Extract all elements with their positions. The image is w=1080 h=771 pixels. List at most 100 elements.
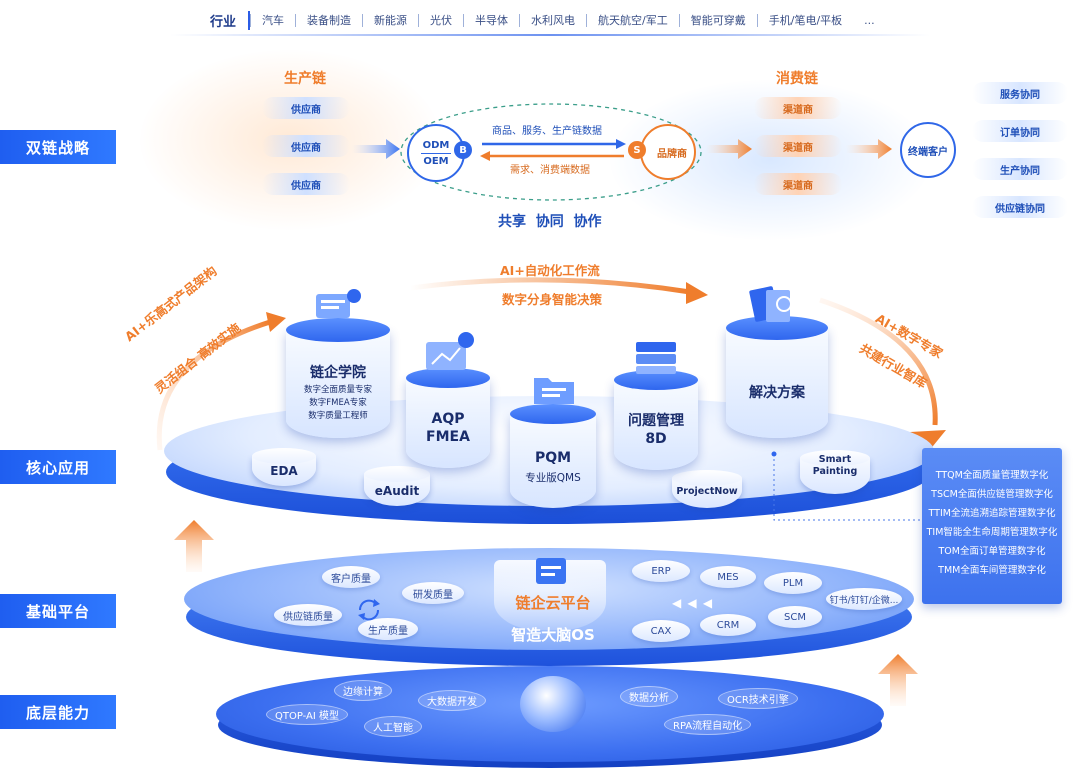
arrow-right-icon (706, 139, 752, 159)
academy-line: 数字全面质量专家 (303, 385, 372, 395)
painting-label: Painting (812, 466, 858, 477)
industry-underline (170, 34, 930, 36)
base-right-item: CAX (632, 620, 690, 642)
panel-item: TIM智能全生命周期管理数字化 (926, 527, 1058, 538)
server-icon (636, 342, 676, 374)
academy-cylinder[interactable]: 链企学院 数字全面质量专家 数字FMEA专家 数字质量工程师 (286, 318, 390, 438)
projectnow-label: ProjectNow (676, 486, 738, 497)
channel-pill: 渠道商 (754, 173, 842, 195)
oem-label: OEM (423, 155, 449, 167)
pqm-label: PQM (534, 450, 572, 466)
chart-icon (426, 332, 474, 370)
solution-label: 解决方案 (749, 385, 805, 401)
industry-item[interactable]: 手机/笔电/平板 (756, 13, 853, 27)
base-left-item: 生产质量 (358, 618, 418, 640)
collab-pill: 服务协同 (972, 82, 1068, 104)
odm-label: ODM (422, 139, 450, 151)
bottom-item: 人工智能 (364, 716, 422, 737)
industry-bar: 行业 汽车 装备制造 新能源 光伏 半导体 水利风电 航天航空/军工 智能可穿戴… (170, 6, 930, 34)
label-dual-chain: 双链战略 (0, 130, 116, 164)
dotted-connector (771, 451, 922, 521)
s-badge: S (628, 141, 646, 159)
industry-head: 行业 (170, 10, 251, 30)
industry-item[interactable]: 装备制造 (295, 13, 362, 27)
collab-pill: 生产协同 (972, 158, 1068, 180)
supplier-pill: 供应商 (262, 173, 350, 195)
industry-item-more[interactable]: ... (864, 13, 875, 27)
aqp-label: AQP (431, 411, 465, 427)
industry-item[interactable]: 汽车 (250, 13, 295, 27)
bottom-item: 大数据开发 (418, 690, 486, 711)
pqm-sub: 专业版QMS (525, 472, 581, 484)
channel-pill: 渠道商 (754, 97, 842, 119)
end-customer-circle: 终端客户 (900, 122, 956, 178)
industry-item[interactable]: 新能源 (362, 13, 418, 27)
dashed-ellipse (400, 103, 702, 201)
base-left-item: 客户质量 (322, 566, 380, 588)
bottom-item: 边缘计算 (334, 680, 392, 701)
platform-icon (536, 558, 566, 584)
smart-label: Smart (818, 454, 852, 465)
bidirectional-arrows-icon (480, 139, 626, 161)
arc-top-line1: AI+自动化工作流 (500, 263, 600, 278)
channel-pill: 渠道商 (754, 135, 842, 157)
problem-8d-cylinder[interactable]: 问题管理 8D (614, 370, 698, 470)
solution-cylinder[interactable]: 解决方案 (726, 316, 828, 438)
consume-chain-title: 消费链 (776, 71, 818, 87)
bottom-item: OCR技术引擎 (718, 688, 798, 709)
bottom-item: 数据分析 (620, 686, 678, 707)
collab-pill: 供应链协同 (972, 196, 1068, 218)
flow-top-text: 商品、服务、生产链数据 (492, 126, 602, 137)
up-arrow-icon (174, 520, 214, 572)
projectnow-cylinder[interactable]: ProjectNow (672, 470, 742, 508)
industry-item[interactable]: 智能可穿戴 (678, 13, 757, 27)
panel-item: TOM全面订单管理数字化 (938, 546, 1046, 557)
problem-sub: 8D (645, 431, 667, 447)
panel-item: TSCM全面供应链管理数字化 (931, 489, 1053, 500)
arrow-right-icon (846, 139, 892, 159)
arc-top-line2: 数字分身智能决策 (502, 292, 603, 307)
industry-item[interactable]: 光伏 (418, 13, 463, 27)
panel-item: TTIM全流追溯追踪管理数字化 (928, 508, 1056, 519)
industry-item[interactable]: 半导体 (463, 13, 519, 27)
production-chain-title: 生产链 (284, 71, 326, 87)
academy-title: 链企学院 (310, 365, 366, 381)
panel-item: TTQM全面质量管理数字化 (935, 470, 1049, 481)
base-left-item: 供应链质量 (274, 604, 342, 626)
document-search-icon (749, 286, 792, 322)
digital-services-panel: TTQM全面质量管理数字化 TSCM全面供应链管理数字化 TTIM全流追溯追踪管… (922, 448, 1062, 604)
label-bottom-capability: 底层能力 (0, 695, 116, 729)
panel-item: TMM全面车间管理数字化 (938, 565, 1046, 576)
cycle-icon (358, 599, 380, 621)
supplier-pill: 供应商 (262, 135, 350, 157)
up-arrow-icon (878, 654, 918, 706)
aqp-fmea-cylinder[interactable]: AQP FMEA (406, 368, 490, 468)
academy-icon (316, 289, 361, 318)
industry-item[interactable]: 航天航空/军工 (586, 13, 679, 27)
base-right-item: ERP (632, 560, 690, 582)
slogan: 共享 协同 协作 (498, 214, 602, 230)
base-right-item: SCM (768, 606, 822, 628)
globe-icon (520, 676, 586, 732)
odm-divider (421, 152, 451, 154)
base-right-item: 钉书/钉钉/企微... (826, 588, 902, 610)
problem-label: 问题管理 (628, 413, 684, 429)
eda-cylinder[interactable]: EDA (252, 448, 316, 486)
base-title2: 智造大脑OS (511, 626, 595, 644)
bottom-item: QTOP-AI 模型 (266, 704, 349, 725)
base-right-item: MES (700, 566, 756, 588)
industry-item[interactable]: 水利风电 (519, 13, 586, 27)
eaudit-cylinder[interactable]: eAudit (364, 466, 430, 506)
brand-label: 品牌商 (657, 148, 687, 160)
fmea-label: FMEA (426, 429, 470, 445)
brand-circle: 品牌商 (640, 124, 696, 180)
label-base-platform: 基础平台 (0, 594, 116, 628)
arrow-right-icon (352, 139, 400, 159)
flow-bottom-text: 需求、消费端数据 (510, 165, 590, 176)
smart-painting-cylinder[interactable]: Smart Painting (800, 450, 870, 494)
pqm-cylinder[interactable]: PQM 专业版QMS (510, 404, 596, 508)
eda-label: EDA (270, 464, 298, 478)
supplier-pill: 供应商 (262, 97, 350, 119)
collab-pill: 订单协同 (972, 120, 1068, 142)
end-customer-label: 终端客户 (908, 146, 948, 158)
